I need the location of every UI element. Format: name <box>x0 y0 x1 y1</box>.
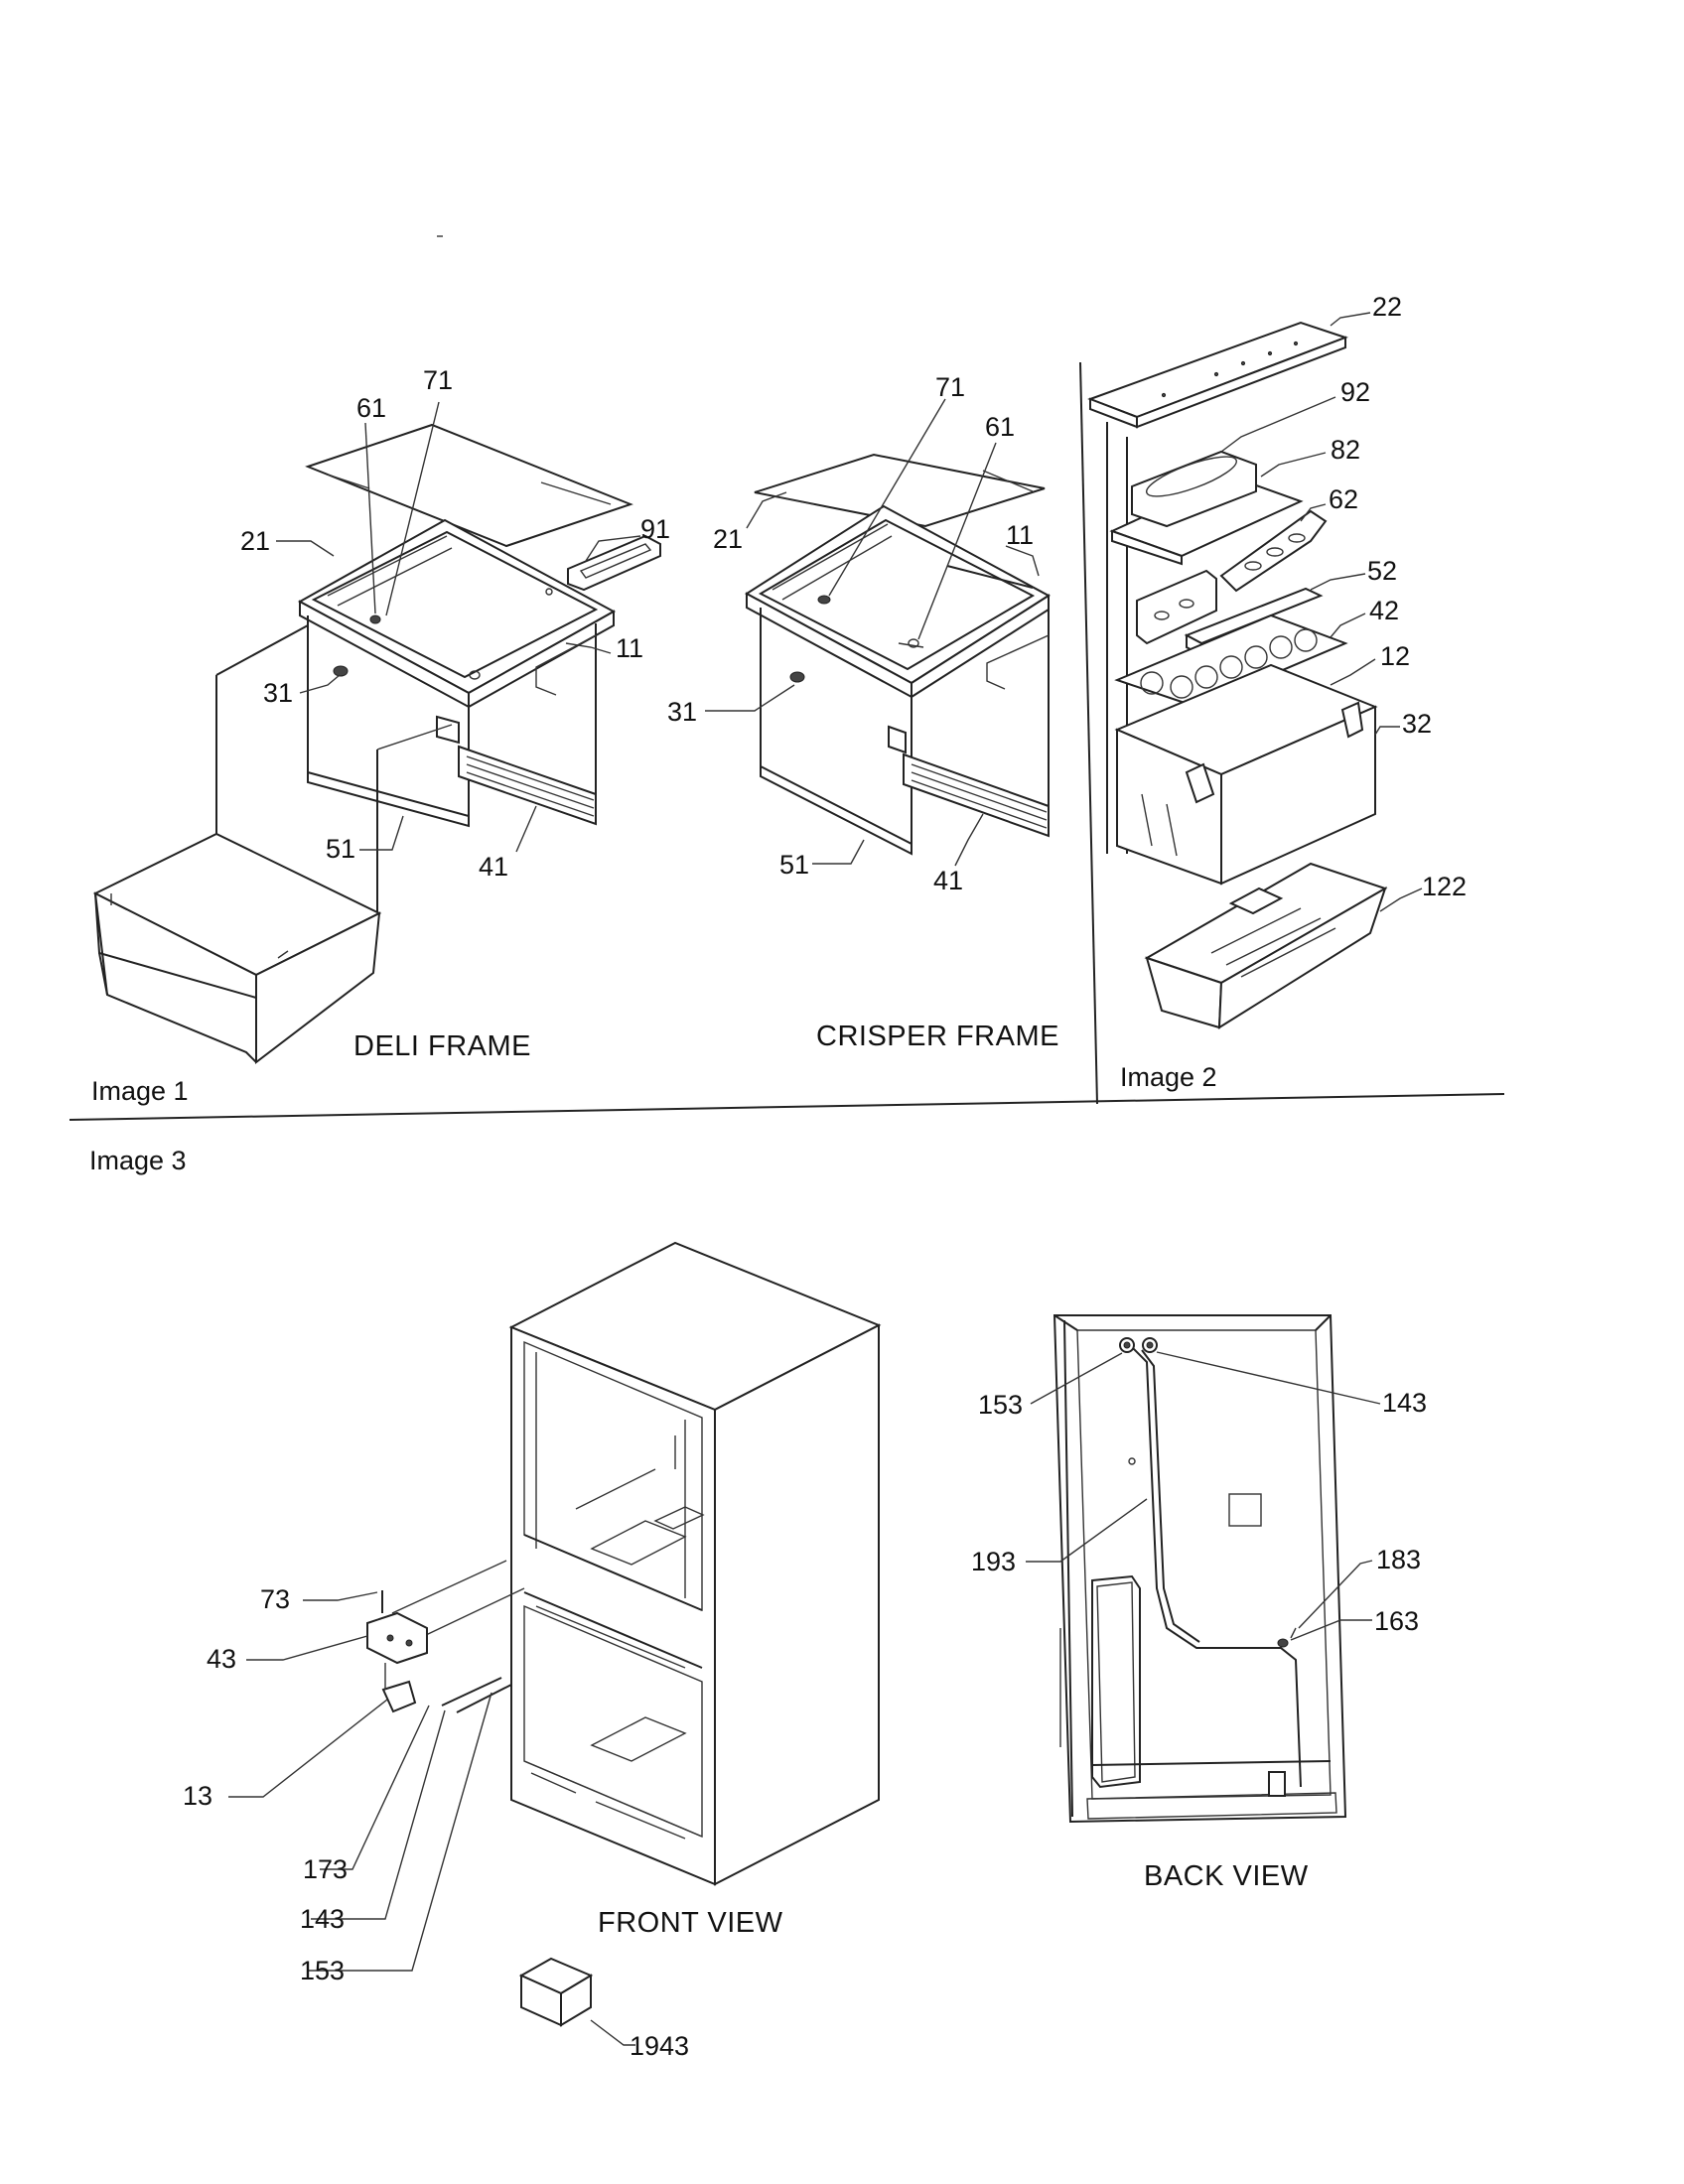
callout-back-153: 153 <box>978 1390 1024 1420</box>
callout-back-193: 193 <box>971 1547 1017 1576</box>
callout-crisper-41: 41 <box>933 866 964 895</box>
callout-deli-11: 11 <box>616 633 644 663</box>
deli-frame-drawing <box>92 423 661 1065</box>
callout-back-143: 143 <box>1382 1388 1428 1418</box>
callout-deli-31: 31 <box>263 678 294 708</box>
callout-front-1943: 1943 <box>630 2031 690 2061</box>
callout-crisper-31: 31 <box>667 697 698 727</box>
callout-front-43: 43 <box>207 1644 237 1674</box>
callout-door-122: 122 <box>1422 872 1468 901</box>
front-view-caption: FRONT VIEW <box>598 1907 783 1939</box>
section-dividers <box>69 361 1505 1121</box>
door-bins-drawing <box>1087 321 1388 1029</box>
callout-crisper-51: 51 <box>779 850 810 880</box>
callout-door-32: 32 <box>1402 709 1433 739</box>
callout-door-42: 42 <box>1369 596 1400 625</box>
callout-door-62: 62 <box>1329 484 1359 514</box>
callout-deli-21: 21 <box>240 526 271 556</box>
image-2-label: Image 2 <box>1120 1062 1217 1092</box>
callout-front-73: 73 <box>260 1584 291 1614</box>
callout-crisper-71: 71 <box>935 372 966 402</box>
callout-front-153: 153 <box>300 1956 346 1985</box>
callout-door-82: 82 <box>1331 435 1361 465</box>
image-1-label: Image 1 <box>91 1076 189 1106</box>
callout-front-13: 13 <box>183 1781 213 1811</box>
callout-crisper-21: 21 <box>713 524 744 554</box>
callout-leader-lines <box>228 312 1423 2046</box>
callout-deli-91: 91 <box>640 514 671 544</box>
back-view-caption: BACK VIEW <box>1144 1860 1309 1892</box>
crisper-frame-drawing <box>745 453 1051 856</box>
back-view-drawing <box>1052 1314 1347 1824</box>
front-view-drawing <box>366 1241 882 1886</box>
callout-crisper-61: 61 <box>985 412 1016 442</box>
callout-back-183: 183 <box>1376 1545 1422 1574</box>
part-1943-drawing <box>518 1957 594 2027</box>
callout-door-92: 92 <box>1340 377 1371 407</box>
callout-door-52: 52 <box>1367 556 1398 586</box>
callout-deli-71: 71 <box>423 365 454 395</box>
callout-deli-51: 51 <box>326 834 356 864</box>
callout-back-163: 163 <box>1374 1606 1420 1636</box>
callout-deli-61: 61 <box>356 393 387 423</box>
callout-deli-41: 41 <box>479 852 509 882</box>
callout-front-173: 173 <box>303 1854 349 1884</box>
callout-door-22: 22 <box>1372 292 1403 322</box>
callout-crisper-11: 11 <box>1006 520 1035 550</box>
crisper-frame-caption: CRISPER FRAME <box>816 1021 1059 1052</box>
callout-door-12: 12 <box>1380 641 1411 671</box>
image-3-label: Image 3 <box>89 1146 187 1175</box>
callout-front-143: 143 <box>300 1904 346 1934</box>
deli-frame-caption: DELI FRAME <box>353 1030 532 1062</box>
